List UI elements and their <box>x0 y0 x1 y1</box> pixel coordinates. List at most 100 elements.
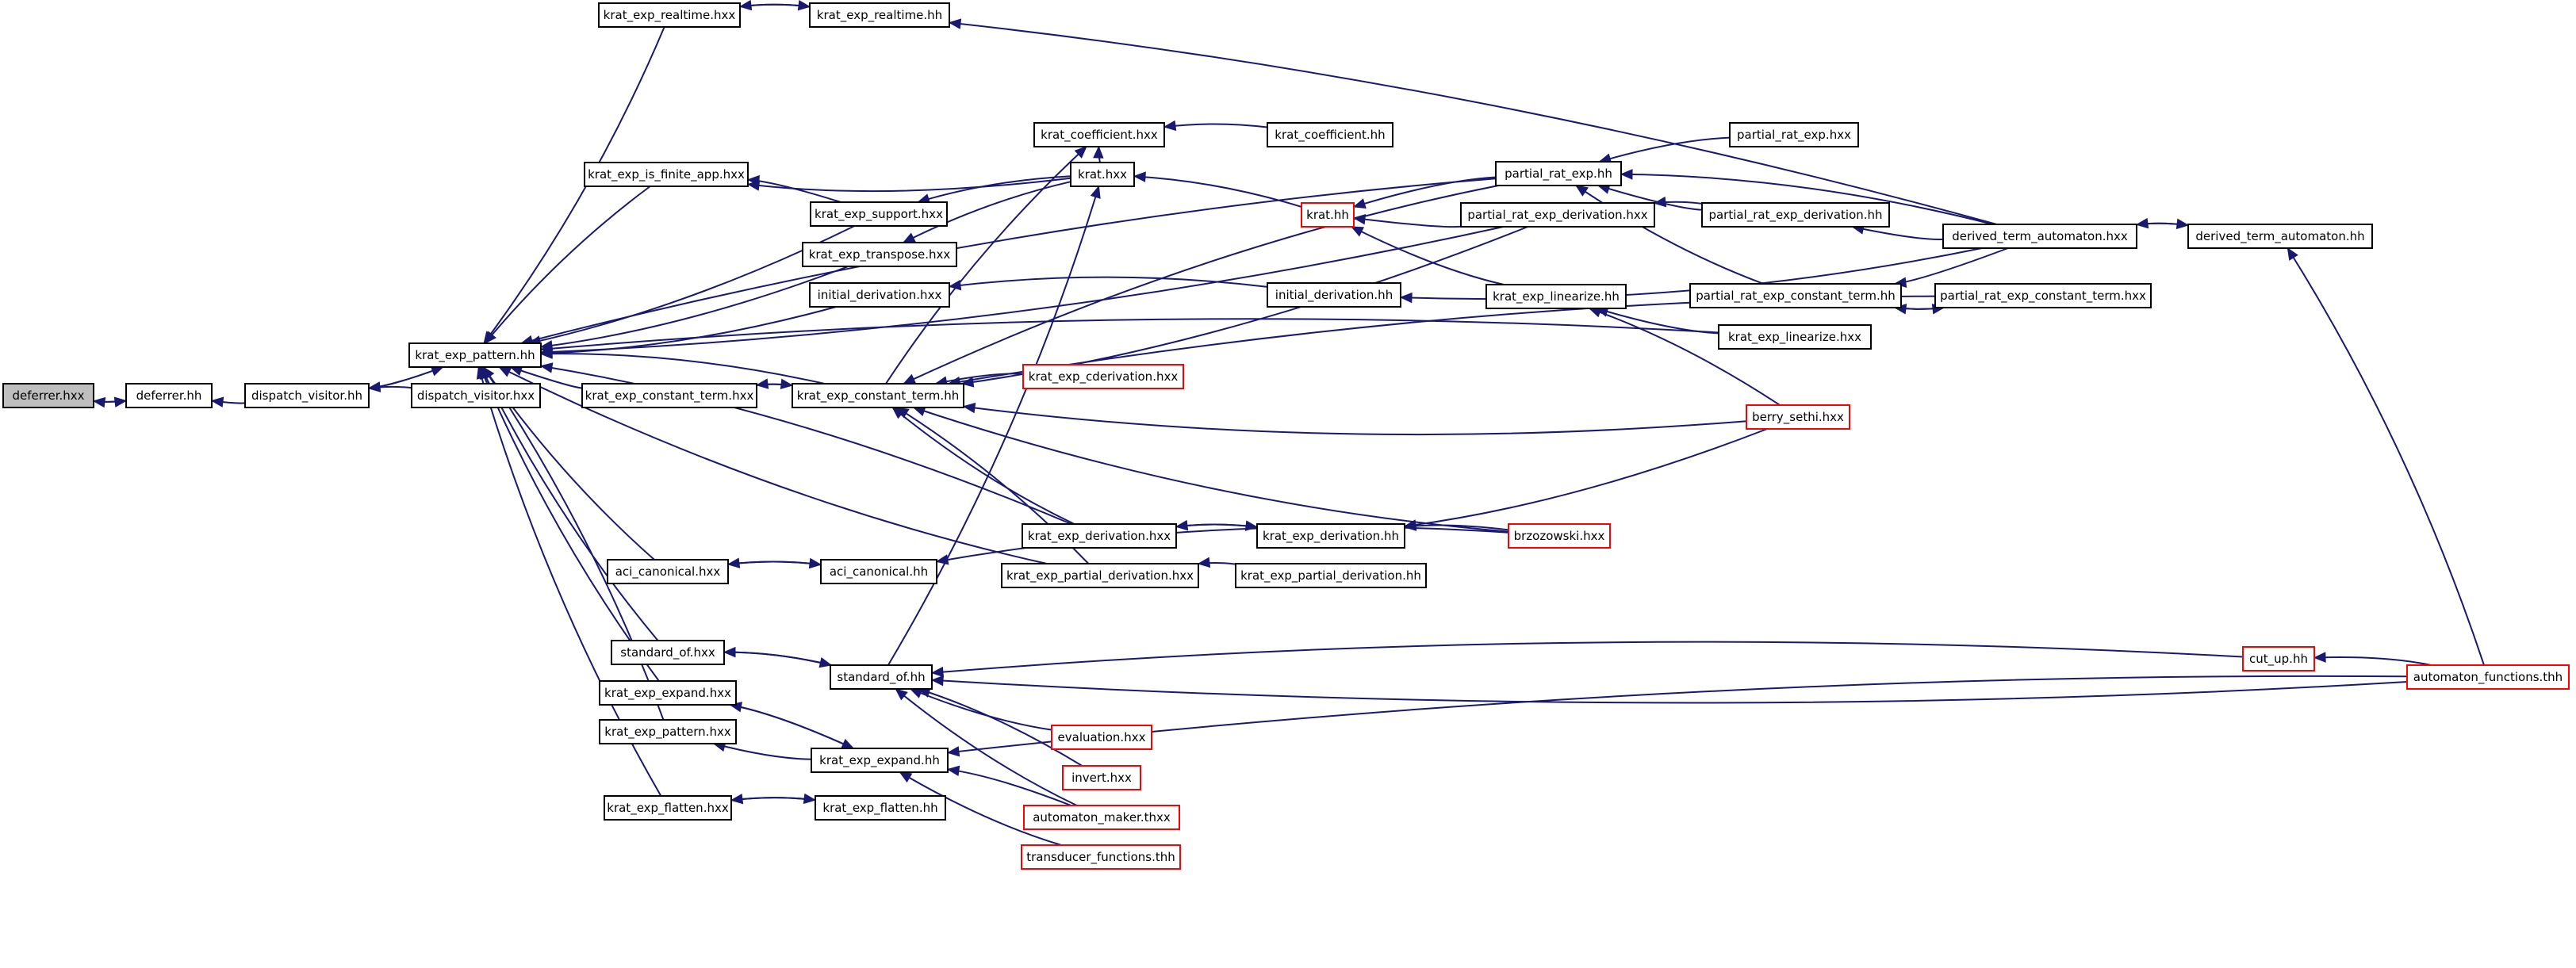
arrowhead-krat_exp_partial_derivation_hxx-to-krat_exp_constant_term_hh <box>895 407 910 419</box>
edge-derived_term_automaton_hxx-to-partial_rat_exp_hh <box>1620 173 1994 225</box>
node-krat-hh[interactable]: krat.hh <box>1301 202 1355 228</box>
edge-standard_of_hh-to-krat_hxx <box>887 186 1100 666</box>
edge-krat_exp_derivation_hxx-to-krat_exp_constant_term_hh <box>891 407 1075 525</box>
edge-brzozowski_hxx-to-aci_canonical_hh <box>936 526 1509 563</box>
edge-automaton_maker_thxx-to-standard_of_hh <box>895 688 1078 806</box>
arrowhead-standard_of_hh-to-krat_hxx <box>1090 185 1101 199</box>
node-krat-exp-pattern-hh[interactable]: krat_exp_pattern.hh <box>408 342 542 368</box>
node-krat-exp-partial-derivation-hxx[interactable]: krat_exp_partial_derivation.hxx <box>1001 563 1199 588</box>
edge-berry_sethi_hxx-to-krat_exp_constant_term_hh <box>963 405 1747 436</box>
arrowhead-derived_term_automaton_hxx-to-krat_exp_realtime_hh <box>948 18 962 29</box>
node-standard-of-hxx[interactable]: standard_of.hxx <box>611 640 725 665</box>
arrowhead-partial_rat_exp_constant_term_hh-to-partial_rat_exp_hh <box>1575 185 1589 197</box>
node-evaluation-hxx[interactable]: evaluation.hxx <box>1051 725 1152 750</box>
node-partial-rat-exp-hh[interactable]: partial_rat_exp.hh <box>1495 161 1622 186</box>
node-standard-of-hh[interactable]: standard_of.hh <box>830 664 933 690</box>
edge-krat_exp_transpose_hxx-to-krat_exp_pattern_hh <box>540 266 849 348</box>
node-label: krat_exp_support.hxx <box>815 207 943 222</box>
node-partial-rat-exp-constant-term-hxx[interactable]: partial_rat_exp_constant_term.hxx <box>1934 283 2152 308</box>
node-aci-canonical-hxx[interactable]: aci_canonical.hxx <box>607 559 729 584</box>
node-derived-term-automaton-hxx[interactable]: derived_term_automaton.hxx <box>1942 224 2137 249</box>
node-label: cut_up.hh <box>2249 652 2308 667</box>
node-krat-exp-partial-derivation-hh[interactable]: krat_exp_partial_derivation.hh <box>1235 563 1427 588</box>
node-dispatch-visitor-hxx[interactable]: dispatch_visitor.hxx <box>411 383 541 408</box>
node-krat-exp-constant-term-hh[interactable]: krat_exp_constant_term.hh <box>792 383 964 408</box>
edge-partial_rat_exp_hh-to-krat_exp_constant_term_hh <box>903 185 1499 385</box>
node-brzozowski-hxx[interactable]: brzozowski.hxx <box>1508 523 1611 549</box>
node-krat-exp-flatten-hxx[interactable]: krat_exp_flatten.hxx <box>604 795 732 821</box>
node-initial-derivation-hh[interactable]: initial_derivation.hh <box>1267 282 1401 308</box>
node-box <box>598 2 741 28</box>
arrowhead-krat_exp_realtime_hxx-to-krat_exp_realtime_hh <box>797 0 811 11</box>
edge-invert_hxx-to-standard_of_hh <box>918 688 1083 767</box>
node-box <box>1051 725 1152 750</box>
node-krat-coefficient-hh[interactable]: krat_coefficient.hh <box>1267 122 1393 147</box>
node-krat-exp-realtime-hh[interactable]: krat_exp_realtime.hh <box>809 2 950 28</box>
node-box <box>1267 282 1401 308</box>
node-box <box>1508 523 1611 549</box>
node-krat-exp-pattern-hxx[interactable]: krat_exp_pattern.hxx <box>599 719 737 744</box>
node-label: derived_term_automaton.hh <box>2195 229 2364 244</box>
node-krat-exp-linearize-hh[interactable]: krat_exp_linearize.hh <box>1485 284 1627 309</box>
arrowhead-krat_exp_is_finite_app_hxx-to-krat_exp_pattern_hh <box>484 331 496 344</box>
edge-automaton_maker_thxx-to-krat_exp_expand_hh <box>947 768 1071 806</box>
node-label: partial_rat_exp.hxx <box>1737 128 1851 143</box>
node-transducer-functions-thh[interactable]: transducer_functions.thh <box>1021 844 1181 870</box>
node-krat-exp-is-finite-app-hxx[interactable]: krat_exp_is_finite_app.hxx <box>584 162 749 187</box>
arrowhead-partial_rat_exp_derivation_hh-to-partial_rat_exp_derivation_hxx <box>1653 196 1667 208</box>
node-krat-exp-realtime-hxx[interactable]: krat_exp_realtime.hxx <box>598 2 741 28</box>
node-label: krat.hh <box>1306 208 1349 222</box>
node-krat-exp-transpose-hxx[interactable]: krat_exp_transpose.hxx <box>802 242 957 267</box>
node-automaton-functions-thh[interactable]: automaton_functions.thh <box>2406 664 2570 690</box>
node-box <box>1942 224 2137 249</box>
node-label: krat_exp_derivation.hxx <box>1028 529 1171 544</box>
arrowhead-krat_coefficient_hh-to-krat_coefficient_hxx <box>1163 120 1177 132</box>
node-krat-exp-expand-hxx[interactable]: krat_exp_expand.hxx <box>599 680 737 706</box>
node-deferrer-hh[interactable]: deferrer.hh <box>125 383 213 408</box>
arrowhead-krat_exp_constant_term_hh-to-krat_coefficient_hxx <box>1074 146 1087 159</box>
node-aci-canonical-hh[interactable]: aci_canonical.hh <box>820 559 937 584</box>
node-box <box>1033 122 1165 147</box>
node-dispatch-visitor-hh[interactable]: dispatch_visitor.hh <box>244 383 370 408</box>
node-box <box>581 383 757 408</box>
node-label: partial_rat_exp_constant_term.hh <box>1696 289 1896 304</box>
node-krat-coefficient-hxx[interactable]: krat_coefficient.hxx <box>1033 122 1165 147</box>
node-krat-hxx[interactable]: krat.hxx <box>1070 162 1135 187</box>
node-label: krat_coefficient.hh <box>1275 128 1385 143</box>
node-partial-rat-exp-derivation-hh[interactable]: partial_rat_exp_derivation.hh <box>1701 202 1890 228</box>
arrowhead-derived_term_automaton_hxx-to-partial_rat_exp_hh <box>1620 169 1633 180</box>
node-box <box>809 282 950 308</box>
node-krat-exp-derivation-hh[interactable]: krat_exp_derivation.hh <box>1256 523 1405 549</box>
node-label: derived_term_automaton.hxx <box>1952 229 2128 244</box>
node-cut-up-hh[interactable]: cut_up.hh <box>2242 646 2315 671</box>
edge-partial_rat_exp_hh-to-krat_hh <box>1353 176 1497 208</box>
node-label: brzozowski.hxx <box>1514 529 1605 543</box>
node-krat-exp-flatten-hh[interactable]: krat_exp_flatten.hh <box>815 795 946 821</box>
arrowhead-krat_exp_partial_derivation_hh-to-krat_exp_partial_derivation_hxx <box>1197 557 1211 568</box>
edge-krat_exp_derivation_hxx-to-krat_exp_pattern_hh <box>540 365 1072 525</box>
node-label: aci_canonical.hh <box>830 564 928 580</box>
node-label: krat_exp_transpose.hxx <box>809 247 951 262</box>
arrowhead-cut_up_hh-to-standard_of_hh <box>930 666 944 678</box>
node-label: initial_derivation.hxx <box>818 288 942 303</box>
node-krat-exp-expand-hh[interactable]: krat_exp_expand.hh <box>811 748 949 773</box>
node-initial-derivation-hxx[interactable]: initial_derivation.hxx <box>809 282 950 308</box>
node-krat-exp-linearize-hxx[interactable]: krat_exp_linearize.hxx <box>1718 324 1872 350</box>
node-krat-exp-constant-term-hxx[interactable]: krat_exp_constant_term.hxx <box>581 383 757 408</box>
node-invert-hxx[interactable]: invert.hxx <box>1062 765 1141 790</box>
node-berry-sethi-hxx[interactable]: berry_sethi.hxx <box>1746 404 1850 430</box>
edge-krat_exp_realtime_hxx-to-krat_exp_pattern_hh <box>483 26 665 344</box>
edge-automaton_functions_thh-to-cut_up_hh <box>2313 656 2432 666</box>
node-partial-rat-exp-constant-term-hh[interactable]: partial_rat_exp_constant_term.hh <box>1689 283 1902 308</box>
node-label: dispatch_visitor.hh <box>251 388 362 404</box>
node-deferrer-hxx[interactable]: deferrer.hxx <box>2 383 94 408</box>
node-partial-rat-exp-hxx[interactable]: partial_rat_exp.hxx <box>1729 122 1859 147</box>
node-derived-term-automaton-hh[interactable]: derived_term_automaton.hh <box>2187 224 2373 249</box>
node-krat-exp-derivation-hxx[interactable]: krat_exp_derivation.hxx <box>1022 523 1177 549</box>
node-partial-rat-exp-derivation-hxx[interactable]: partial_rat_exp_derivation.hxx <box>1460 202 1655 228</box>
node-automaton-maker-thxx[interactable]: automaton_maker.thxx <box>1023 805 1180 830</box>
node-krat-exp-support-hxx[interactable]: krat_exp_support.hxx <box>810 201 948 227</box>
node-label: krat_exp_partial_derivation.hxx <box>1006 568 1194 583</box>
node-krat-exp-cderivation-hxx[interactable]: krat_exp_cderivation.hxx <box>1022 364 1184 389</box>
